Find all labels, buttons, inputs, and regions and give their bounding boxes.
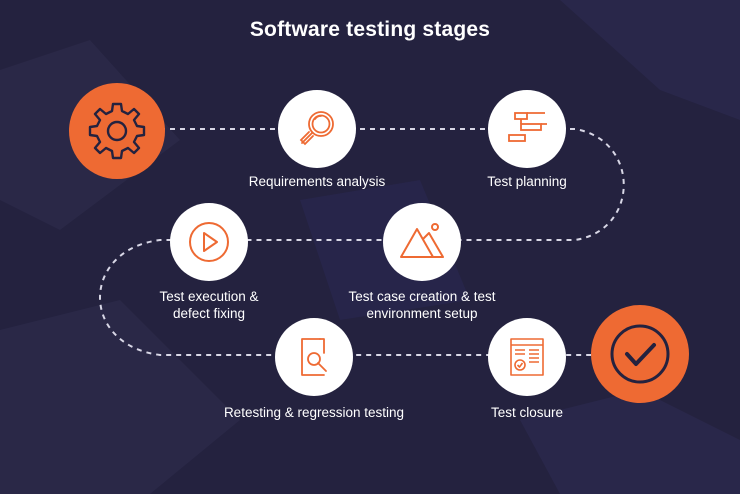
stage-node-test-case-creation xyxy=(383,203,461,281)
mountain-icon xyxy=(400,223,444,258)
stage-label-test-planning: Test planning xyxy=(487,174,567,189)
page-title: Software testing stages xyxy=(249,18,491,41)
stage-node-requirements-analysis xyxy=(278,90,356,168)
checkmark-icon xyxy=(610,324,670,384)
stage-label-test-execution: Test execution & defect fixing xyxy=(159,289,259,321)
stage-node-test-closure xyxy=(488,318,566,396)
gantt-chart-icon xyxy=(508,112,547,142)
play-icon xyxy=(189,222,229,262)
end-node xyxy=(591,305,689,403)
gear-icon xyxy=(88,102,146,160)
stage-node-retesting xyxy=(275,318,353,396)
stage-label-retesting: Retesting & regression testing xyxy=(223,405,405,420)
stage-label-test-closure: Test closure xyxy=(490,405,564,420)
report-icon xyxy=(510,338,544,376)
stage-node-test-execution xyxy=(170,203,248,281)
stage-label-requirements-analysis: Requirements analysis xyxy=(248,174,386,189)
stage-node-test-planning xyxy=(488,90,566,168)
document-search-icon xyxy=(301,338,327,376)
magnifier-icon xyxy=(299,111,334,146)
start-node xyxy=(69,83,165,179)
stage-label-test-case-creation: Test case creation & test environment se… xyxy=(348,289,496,321)
